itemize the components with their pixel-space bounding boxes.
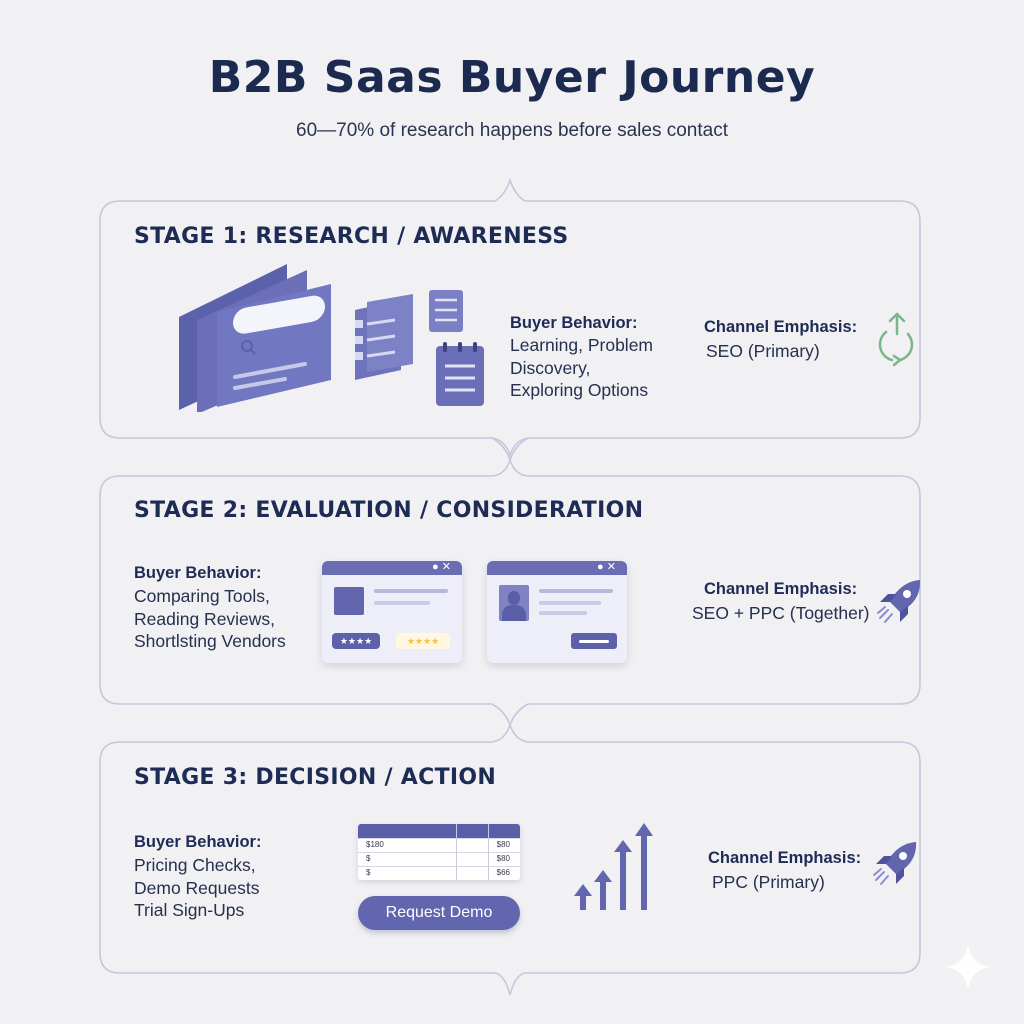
rocket-icon [873, 842, 917, 885]
stage-3-behavior-label: Buyer Behavior: [134, 833, 262, 851]
table-row: $ $66 [358, 866, 520, 880]
pricing-table: $180 $80 $ $80 $ $66 [358, 824, 520, 880]
stage-2-channel-text: SEO + PPC (Together) [692, 603, 870, 623]
search-browser-illustration [179, 264, 484, 412]
stage-2-channel-label: Channel Emphasis: [704, 580, 858, 598]
recycle-arrows-icon [878, 312, 914, 367]
avatar [499, 585, 529, 621]
stage-3-title: STAGE 3: DECISION / ACTION [134, 765, 497, 790]
stage-2-box [99, 475, 921, 705]
review-window: ● ✕ ★★★★ ★★★★ [322, 561, 462, 663]
stage-1-behavior-label: Buyer Behavior: [510, 314, 638, 332]
window-controls: ● ✕ [432, 561, 451, 573]
stage-2-behavior-text: Comparing Tools, Reading Reviews, Shortl… [134, 586, 286, 651]
stage-1-channel-text: SEO (Primary) [706, 341, 820, 361]
page-subtitle: 60—70% of research happens before sales … [296, 120, 728, 141]
stage-2-behavior-label: Buyer Behavior: [134, 564, 262, 582]
stage-3-channel-label: Channel Emphasis: [708, 849, 862, 867]
window-controls: ● ✕ [597, 561, 616, 573]
rocket-icon [877, 580, 921, 623]
stage-3-box [99, 741, 921, 996]
stage-3-behavior-text: Pricing Checks, Demo Requests Trial Sign… [134, 855, 260, 920]
stage-1-title: STAGE 1: RESEARCH / AWARENESS [134, 224, 569, 249]
sparkle-icon [946, 944, 990, 990]
rating-stars-gold: ★★★★ [396, 633, 450, 649]
stage-1-channel-label: Channel Emphasis: [704, 318, 858, 336]
stage-1-behavior-text: Learning, Problem Discovery, Exploring O… [510, 335, 653, 400]
stage-3-channel-text: PPC (Primary) [712, 872, 825, 892]
request-demo-button[interactable]: Request Demo [358, 896, 520, 930]
connector-1-2 [491, 437, 529, 477]
growth-arrows-icon [574, 823, 653, 910]
table-row: $ $80 [358, 852, 520, 866]
page-title: B2B Saas Buyer Journey [208, 52, 816, 103]
product-thumbnail [334, 587, 364, 615]
stage-2-title: STAGE 2: EVALUATION / CONSIDERATION [134, 498, 644, 523]
rating-stars-dark: ★★★★ [332, 633, 380, 649]
vendor-profile-window: ● ✕ [487, 561, 627, 663]
stage-1-box [99, 177, 921, 458]
table-row: $180 $80 [358, 838, 520, 852]
connector-2-3 [491, 703, 529, 743]
